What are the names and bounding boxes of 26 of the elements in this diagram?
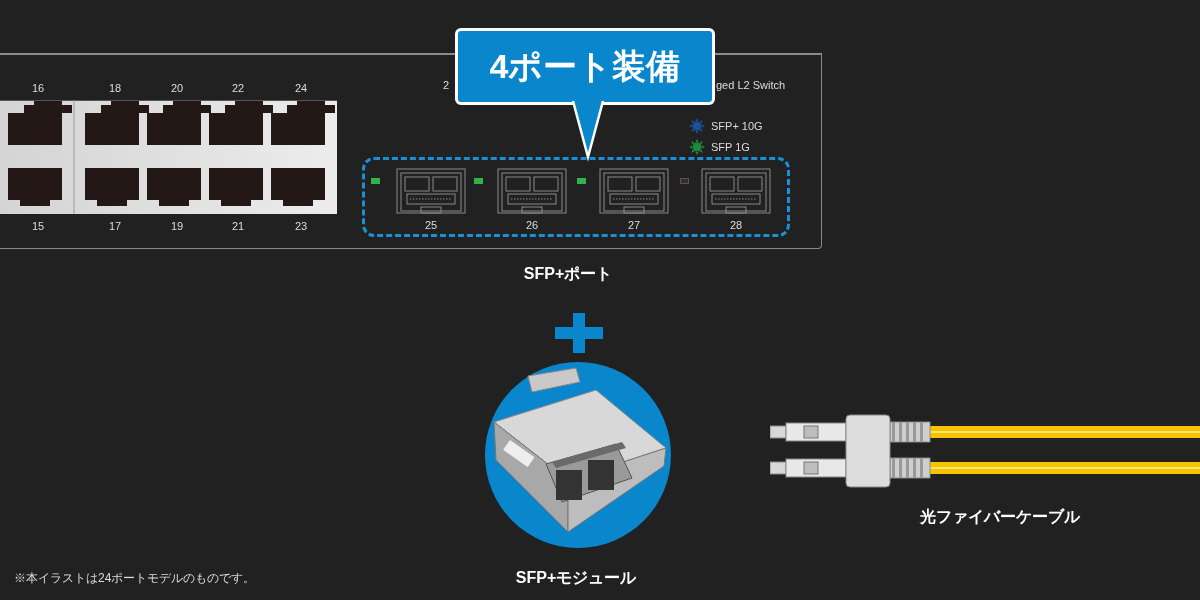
caption-text: 光ファイバーケーブル bbox=[919, 507, 1081, 527]
model-name-text: 2 bbox=[443, 78, 451, 93]
port-number: 28 bbox=[728, 218, 744, 233]
port-number: 26 bbox=[524, 218, 540, 233]
sfp-port-group bbox=[362, 157, 790, 237]
callout-pointer bbox=[571, 99, 605, 162]
footnote: ※本イラストは24ポートモデルのものです。 bbox=[14, 570, 257, 587]
model-name-text: ged L2 Switch bbox=[716, 78, 787, 93]
port-number: 21 bbox=[230, 219, 246, 234]
callout-box bbox=[455, 28, 715, 105]
legend-text: SFP 1G bbox=[711, 139, 750, 155]
legend-text: SFP+ 10G bbox=[711, 119, 763, 134]
caption-text: SFP+ポート bbox=[522, 264, 614, 284]
port-number: 17 bbox=[107, 219, 123, 234]
caption-text: SFP+モジュール bbox=[514, 568, 638, 588]
port-number: 19 bbox=[169, 219, 185, 234]
port-number: 27 bbox=[626, 218, 642, 233]
port-number: 15 bbox=[30, 219, 46, 234]
port-number: 24 bbox=[293, 81, 309, 96]
port-number: 20 bbox=[169, 81, 185, 96]
port-number: 22 bbox=[230, 81, 246, 96]
port-number: 16 bbox=[30, 81, 46, 96]
port-number: 23 bbox=[293, 219, 309, 234]
callout-text: 4ポート装備 bbox=[489, 46, 681, 87]
port-number: 25 bbox=[423, 218, 439, 233]
port-number: 18 bbox=[107, 81, 123, 96]
